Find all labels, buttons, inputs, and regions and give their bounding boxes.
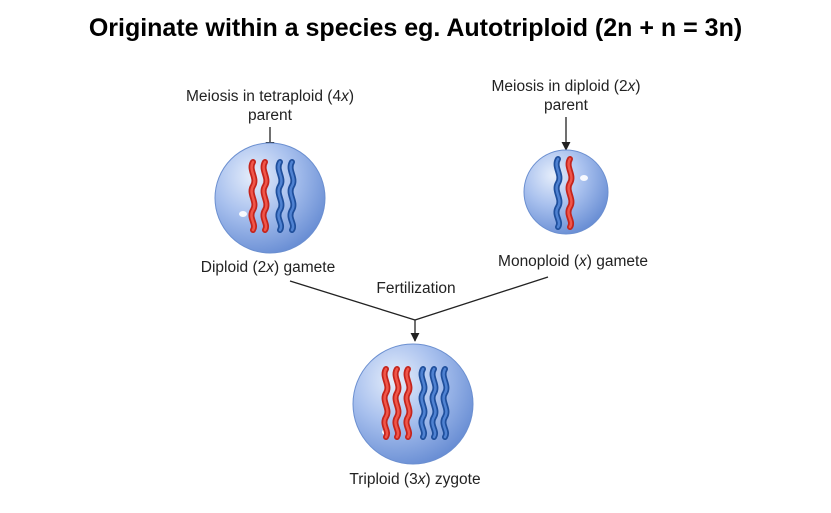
fertilization-line-right: [414, 276, 549, 321]
right-parent-label-line1: Meiosis in diploid (2x): [491, 78, 640, 95]
blue-chromosome: [278, 162, 281, 230]
diploid-gamete-label: Diploid (2x) gamete: [201, 259, 335, 276]
red-chromosome: [406, 369, 409, 437]
red-chromosome: [251, 162, 254, 230]
blue-chromosome: [290, 162, 293, 230]
red-chromosome: [395, 369, 398, 437]
diagram-title: Originate within a species eg. Autotripl…: [88, 14, 743, 42]
red-chromosome: [568, 159, 571, 227]
diploid-gamete-cell: [214, 142, 326, 254]
right-parent-label-line2: parent: [544, 97, 589, 114]
triploid-zygote-label: Triploid (3x) zygote: [349, 471, 480, 488]
fertilization-label: Fertilization: [376, 280, 455, 297]
red-chromosome: [263, 162, 266, 230]
fertilization-line-left: [289, 280, 416, 321]
blue-chromosome: [443, 369, 446, 437]
left-parent-label-line1: Meiosis in tetraploid (4x): [186, 88, 354, 105]
blue-chromosome: [421, 369, 424, 437]
red-chromosome: [384, 369, 387, 437]
blue-chromosome: [556, 159, 559, 227]
triploid-zygote-cell: [352, 343, 474, 465]
monoploid-gamete-label: Monoploid (x) gamete: [498, 253, 648, 270]
left-parent-label-line2: parent: [248, 107, 293, 124]
monoploid-gamete-cell: [523, 149, 609, 235]
blue-chromosome: [432, 369, 435, 437]
